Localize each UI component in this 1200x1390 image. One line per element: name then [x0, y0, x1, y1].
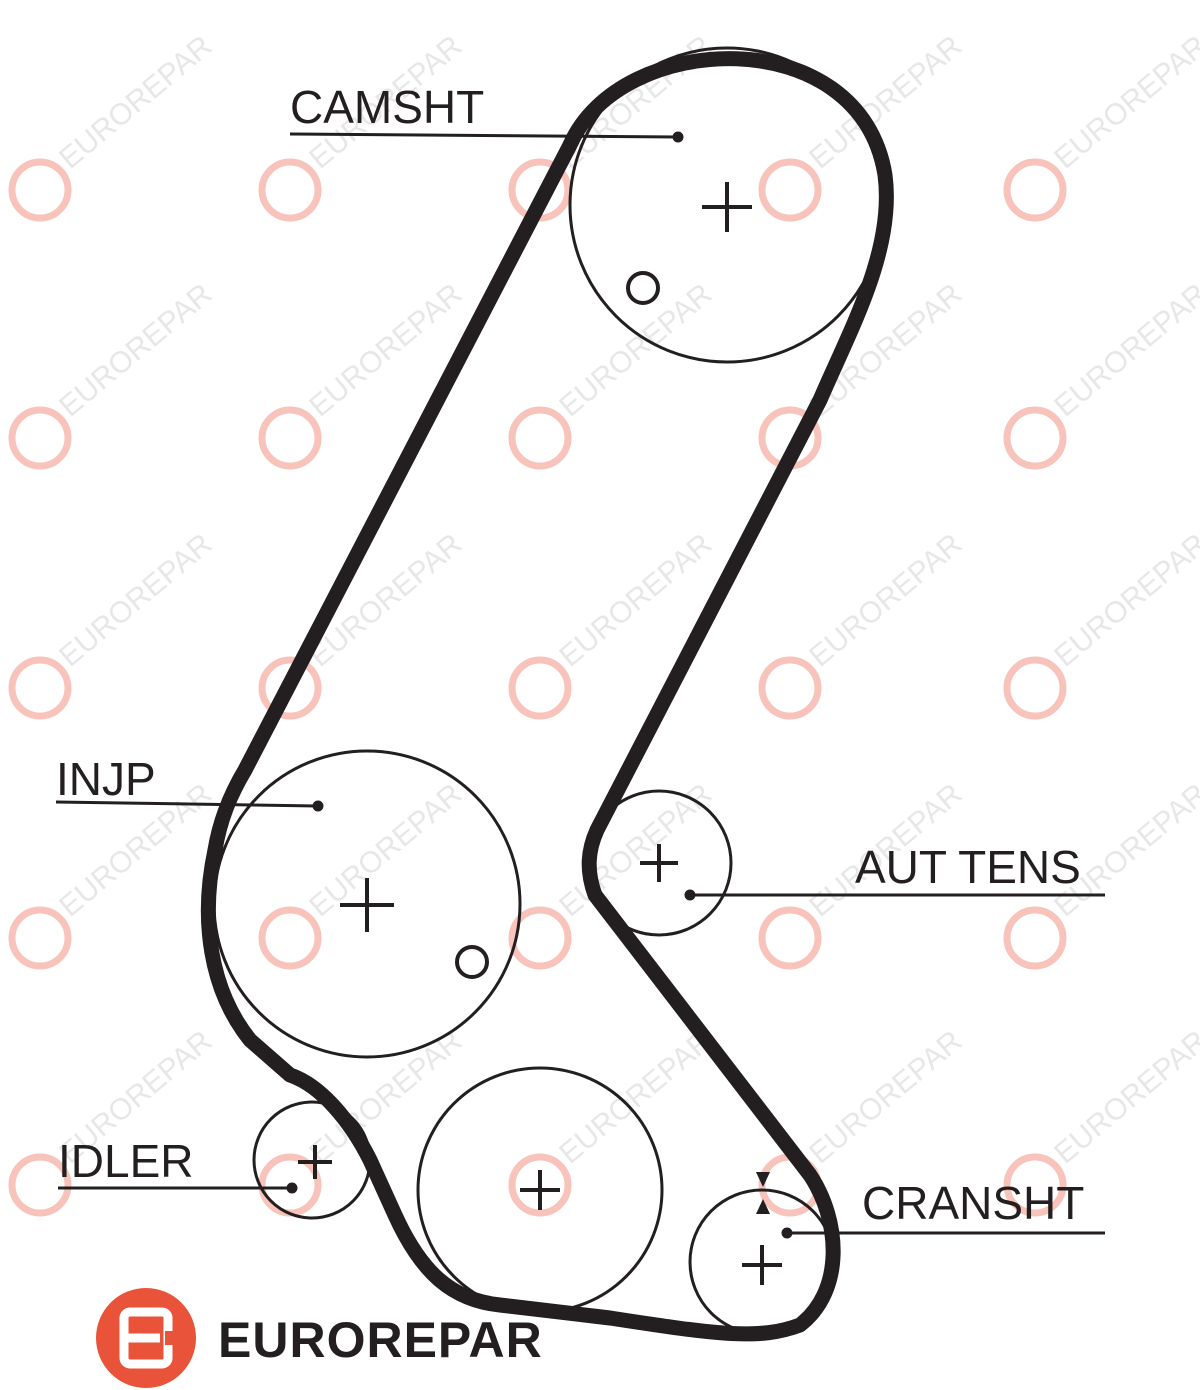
watermark-tile: EUROREPAR: [8, 527, 218, 720]
watermark-text: EUROREPAR: [1048, 277, 1200, 423]
auto-tensioner-center-mark: [640, 844, 678, 882]
water-pump-center-mark: [520, 1170, 560, 1210]
injection-pump-label: INJP: [56, 753, 156, 805]
injection-pump-leader: [55, 800, 324, 812]
watermark-text: EUROREPAR: [303, 777, 468, 923]
watermark-layer: EUROREPAREUROREPAREUROREPAREUROREPAREURO…: [8, 29, 1200, 1217]
watermark-text: EUROREPAR: [1048, 29, 1200, 175]
injection-pump-center-mark: [340, 878, 394, 932]
watermark-text: EUROREPAR: [803, 277, 968, 423]
timing-belt: [200, 51, 894, 1342]
crankshaft-center-mark: [742, 1245, 782, 1285]
watermark-tile: EUROREPAR: [508, 1024, 718, 1217]
watermark-text: EUROREPAR: [53, 527, 218, 673]
camshaft-center-mark: [702, 182, 752, 232]
auto-tensioner-label: AUT TENS: [855, 841, 1081, 893]
watermark-tile: EUROREPAR: [1003, 527, 1200, 720]
eurorepar-logo-icon: [96, 1288, 196, 1388]
brand-footer: EUROREPAR: [92, 1292, 543, 1388]
watermark-tile: EUROREPAR: [1003, 277, 1200, 470]
crankshaft-timing-marker: [756, 1172, 770, 1214]
watermark-text: EUROREPAR: [53, 277, 218, 423]
idler-center-mark: [298, 1145, 332, 1179]
crankshaft-leader: [781, 1227, 1105, 1239]
brand-name: EUROREPAR: [218, 1312, 543, 1368]
crankshaft-label: CRANSHT: [862, 1177, 1085, 1229]
watermark-text: EUROREPAR: [1048, 527, 1200, 673]
watermark-text: EUROREPAR: [1048, 1024, 1200, 1170]
watermark-tile: EUROREPAR: [258, 277, 468, 470]
watermark-tile: EUROREPAR: [508, 277, 718, 470]
watermark-text: EUROREPAR: [803, 1024, 968, 1170]
watermark-text: EUROREPAR: [553, 1024, 718, 1170]
watermark-tile: EUROREPAR: [508, 527, 718, 720]
idler-label: IDLER: [58, 1135, 194, 1187]
idler-leader: [58, 1182, 298, 1194]
watermark-tile: EUROREPAR: [8, 277, 218, 470]
watermark-tile: EUROREPAR: [1003, 29, 1200, 222]
camshaft-leader: [289, 131, 684, 143]
camshaft-timing-hole: [626, 271, 660, 305]
injection-pump-timing-hole: [455, 945, 489, 979]
watermark-tile: EUROREPAR: [8, 29, 218, 222]
watermark-text: EUROREPAR: [803, 527, 968, 673]
auto-tensioner-leader: [684, 889, 1105, 901]
watermark-tile: EUROREPAR: [758, 527, 968, 720]
watermark-text: EUROREPAR: [53, 29, 218, 175]
camshaft-label: CAMSHT: [290, 81, 485, 133]
